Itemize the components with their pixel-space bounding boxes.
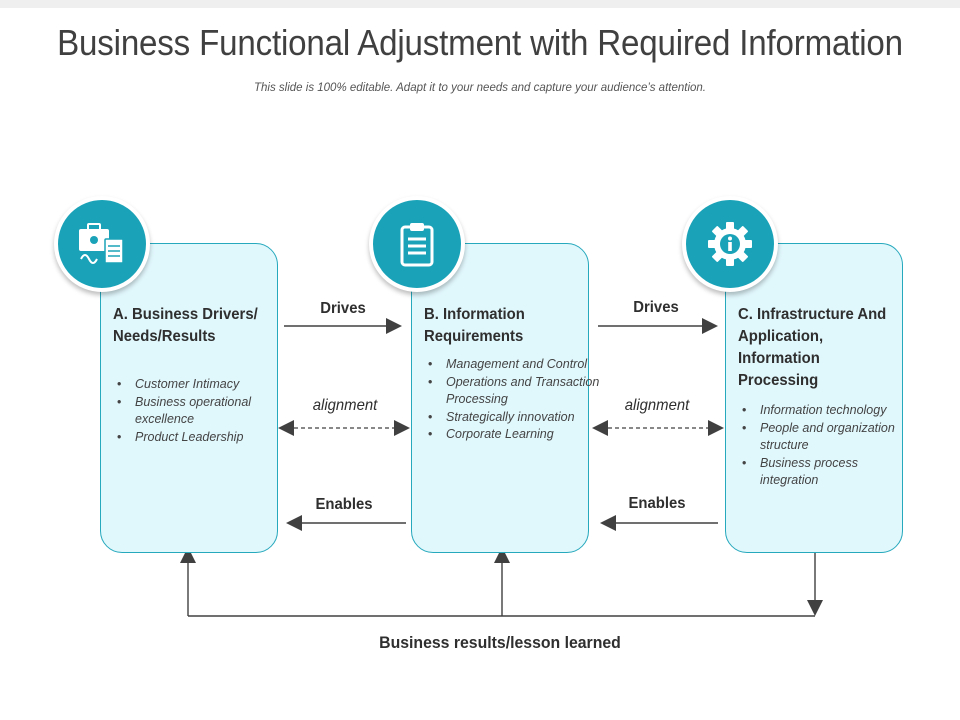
bullet-list: Customer Intimacy Business operational e… <box>115 376 293 446</box>
list-item: Management and Control <box>428 356 604 374</box>
gear-info-icon <box>682 196 778 292</box>
briefcase-document-icon <box>54 196 150 292</box>
list-item: Product Leadership <box>117 429 293 447</box>
drives-label-1: Drives <box>320 300 366 317</box>
list-item: Strategically innovation <box>428 409 604 427</box>
enables-label-2: Enables <box>628 495 686 512</box>
list-item: Business process integration <box>742 455 918 490</box>
list-item: Corporate Learning <box>428 426 604 444</box>
card-heading: C. Infrastructure And Application, Infor… <box>738 306 887 389</box>
alignment-label-1: alignment <box>312 397 378 414</box>
alignment-label-2: alignment <box>624 397 690 414</box>
feedback-label: Business results/lesson learned <box>379 633 621 652</box>
top-bar <box>0 0 960 8</box>
enables-label-1: Enables <box>315 496 373 513</box>
clipboard-icon <box>369 196 465 292</box>
card-heading: A. Business Drivers/ Needs/Results <box>113 306 258 345</box>
list-item: Information technology <box>742 402 918 420</box>
list-item: Operations and Transaction Processing <box>428 374 604 409</box>
bullet-list: Management and Control Operations and Tr… <box>426 356 604 444</box>
list-item: People and organization structure <box>742 420 918 455</box>
bullet-list: Information technology People and organi… <box>740 402 918 490</box>
card-heading: B. Information Requirements <box>424 306 525 345</box>
card-business-drivers: A. Business Drivers/ Needs/Results Custo… <box>100 243 278 553</box>
page-title: Business Functional Adjustment with Requ… <box>57 22 903 63</box>
list-item: Business operational excellence <box>117 394 293 429</box>
list-item: Customer Intimacy <box>117 376 293 394</box>
page-subtitle: This slide is 100% editable. Adapt it to… <box>254 82 706 94</box>
drives-label-2: Drives <box>633 299 679 316</box>
card-information-requirements: B. Information Requirements Management a… <box>411 243 599 553</box>
card-infrastructure: C. Infrastructure And Application, Infor… <box>725 243 903 553</box>
